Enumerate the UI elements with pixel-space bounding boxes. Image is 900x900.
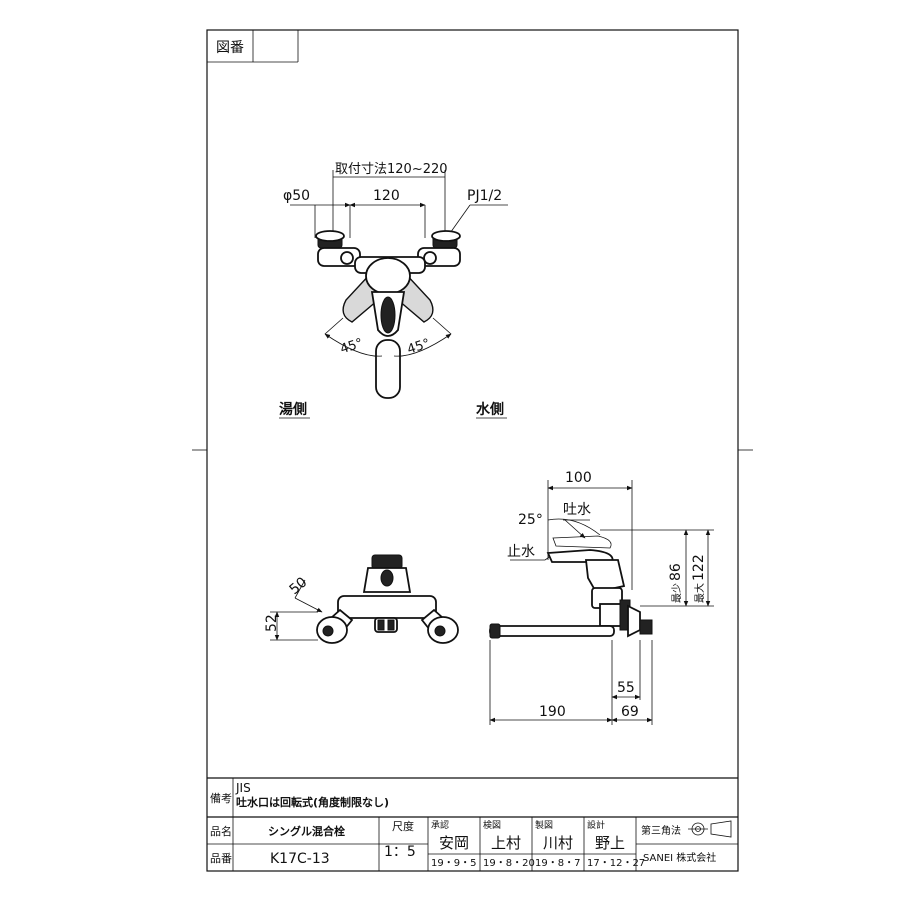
title-block bbox=[207, 777, 738, 871]
dim-55-label: 55 bbox=[617, 680, 635, 696]
top-view bbox=[290, 170, 508, 399]
company-name: SANEI 株式会社 bbox=[643, 851, 716, 864]
approve-name: 安岡 bbox=[439, 834, 469, 852]
projection-label: 第三角法 bbox=[641, 824, 681, 837]
angle-left-label: 45° bbox=[338, 336, 365, 357]
bikou-line1: JIS bbox=[235, 781, 251, 795]
diameter-label: φ50 bbox=[283, 188, 310, 204]
drawn-date: 19・8・7 bbox=[535, 858, 580, 869]
sheet-frame bbox=[192, 29, 753, 872]
dim-50-label: 50 bbox=[286, 574, 310, 598]
check-name: 上村 bbox=[491, 834, 521, 852]
cold-side-label: 水側 bbox=[476, 401, 504, 418]
hinmei-label: 品名 bbox=[210, 824, 232, 838]
scale-label: 尺度 bbox=[392, 819, 414, 833]
design-date: 17・12・27 bbox=[587, 858, 645, 869]
side-view bbox=[489, 480, 714, 725]
pipe-thread-label: PJ1/2 bbox=[467, 188, 502, 204]
hot-side-label: 湯側 bbox=[279, 401, 307, 418]
hinmei-value: シングル混合栓 bbox=[268, 824, 345, 838]
max-height-dim: 最大 122 bbox=[691, 554, 707, 603]
center-dim-label: 120 bbox=[373, 188, 400, 204]
stop-label: 止水 bbox=[507, 544, 535, 560]
scale-value: 1：5 bbox=[384, 844, 416, 860]
dim-52-label: 52 bbox=[264, 614, 280, 632]
min-height-dim: 最少 86 bbox=[668, 563, 684, 603]
dim-69-label: 69 bbox=[621, 704, 639, 720]
check-date: 19・8・20 bbox=[483, 858, 535, 869]
drawn-name: 川村 bbox=[543, 834, 573, 852]
zuban-label: 図番 bbox=[216, 40, 244, 56]
third-angle-projection-icon bbox=[688, 820, 732, 838]
dim-190-label: 190 bbox=[539, 704, 566, 720]
min-value: 86 bbox=[668, 563, 684, 581]
drawn-label: 製図 bbox=[535, 819, 553, 831]
approve-label: 承認 bbox=[431, 819, 449, 831]
dim-100-label: 100 bbox=[565, 470, 592, 486]
front-view bbox=[270, 554, 459, 644]
spout-label: 吐水 bbox=[563, 502, 591, 518]
check-label: 検図 bbox=[483, 819, 501, 831]
max-label: 最大 bbox=[693, 583, 706, 603]
hinban-value: K17C-13 bbox=[270, 851, 330, 867]
hinban-label: 品番 bbox=[210, 852, 232, 865]
design-label: 設計 bbox=[587, 819, 605, 831]
design-name: 野上 bbox=[595, 834, 625, 852]
mount-dim-label: 取付寸法120~220 bbox=[335, 162, 448, 177]
approve-date: 19・9・5 bbox=[431, 858, 476, 869]
min-label: 最少 bbox=[671, 583, 683, 603]
angle-25-label: 25° bbox=[518, 512, 543, 528]
max-value: 122 bbox=[691, 554, 707, 581]
bikou-line2: 吐水口は回転式(角度制限なし) bbox=[236, 795, 389, 809]
angle-right-label: 45° bbox=[405, 336, 432, 357]
bikou-label: 備考 bbox=[210, 792, 232, 805]
